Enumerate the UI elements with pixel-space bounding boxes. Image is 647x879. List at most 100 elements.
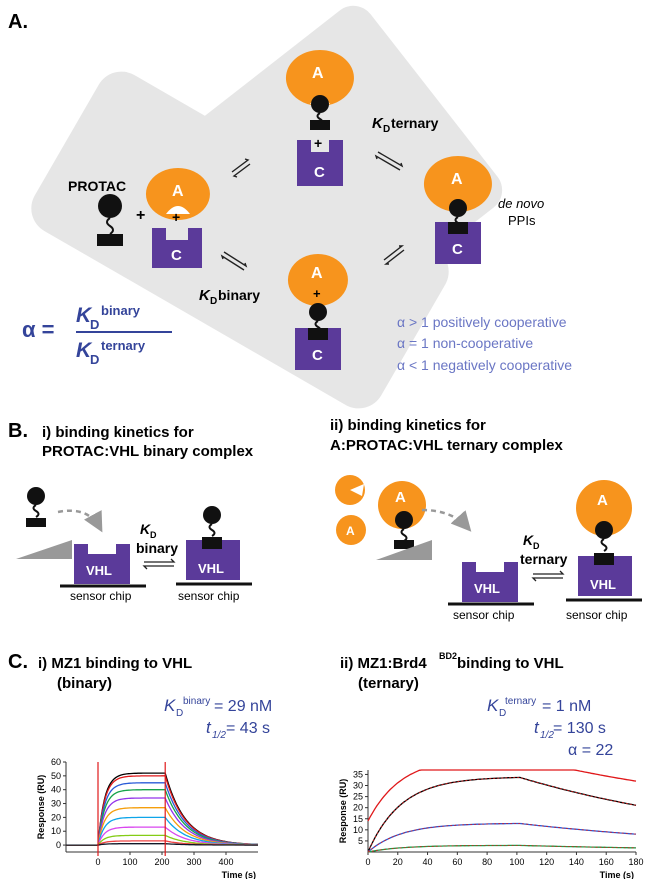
x-tick-label: 100 <box>122 857 137 867</box>
svg-text:D: D <box>210 296 217 307</box>
protac-label: PROTAC <box>68 178 126 194</box>
y-tick-label: 15 <box>353 814 363 824</box>
svg-text:D: D <box>90 352 99 367</box>
svg-text:ternary: ternary <box>520 551 568 567</box>
svg-text:α > 1 positively cooperative: α > 1 positively cooperative <box>397 314 567 330</box>
svg-text:K: K <box>523 532 534 548</box>
svg-text:binary: binary <box>218 287 260 303</box>
svg-text:α =: α = <box>22 317 54 342</box>
fit-curve <box>367 769 637 822</box>
protein-a-left: A <box>145 168 210 220</box>
svg-text:ii) MZ1:Brd4: ii) MZ1:Brd4 <box>340 655 427 672</box>
svg-text:D: D <box>499 708 506 719</box>
svg-text:K: K <box>164 696 176 715</box>
svg-text:D: D <box>176 708 183 719</box>
panel-a-label: A. <box>8 11 28 33</box>
svg-text:A: A <box>311 265 323 282</box>
svg-text:binary: binary <box>183 696 210 707</box>
panel-c-left-title-1: i) MZ1 binding to VHL <box>38 655 192 672</box>
kd-ternary-b: K D ternary <box>520 532 568 582</box>
fit-curve <box>367 776 637 853</box>
panel-b-right-title-1: ii) binding kinetics for <box>330 417 486 434</box>
plus-sign-2: + <box>314 135 322 151</box>
panel-b-right-title-2: A:PROTAC:VHL ternary complex <box>330 437 563 454</box>
y-tick-label: 40 <box>51 785 61 795</box>
x-tick-label: 120 <box>539 857 554 867</box>
svg-text:1/2: 1/2 <box>540 730 554 741</box>
y-tick-label: 25 <box>353 792 363 802</box>
svg-text:K: K <box>140 521 151 537</box>
vhl-chip-right-ternary: A VHL sensor chip <box>566 480 642 622</box>
panel-c-right-title: ii) MZ1:Brd4 BD2 binding to VHL (ternary… <box>340 651 564 692</box>
panel-b-left-title-1: i) binding kinetics for <box>42 424 194 441</box>
x-axis-label: Time (s) <box>600 870 634 879</box>
svg-text:1/2: 1/2 <box>212 730 226 741</box>
svg-text:binary: binary <box>101 303 141 318</box>
svg-text:α = 1 non-cooperative: α = 1 non-cooperative <box>397 335 533 351</box>
svg-text:VHL: VHL <box>198 561 224 576</box>
binary-complex-bottom: A + C <box>287 254 348 370</box>
svg-text:D: D <box>533 541 540 551</box>
x-tick-label: 300 <box>186 857 201 867</box>
svg-text:D: D <box>150 530 157 540</box>
svg-text:K: K <box>199 287 211 304</box>
svg-text:ternary: ternary <box>101 338 146 353</box>
svg-text:A: A <box>597 492 608 509</box>
svg-text:VHL: VHL <box>86 563 112 578</box>
equilibrium-arrow-2 <box>220 251 248 271</box>
sensorgram-curve <box>66 772 259 846</box>
svg-text:ternary: ternary <box>391 115 439 131</box>
svg-text:K: K <box>76 304 93 327</box>
protein-c-left: C <box>152 228 202 268</box>
svg-text:ternary: ternary <box>505 696 536 707</box>
de-novo-label: de novo <box>498 196 544 211</box>
protein-c-top: C <box>297 140 343 186</box>
x-tick-label: 140 <box>569 857 584 867</box>
ternary-stats: K D ternary = 1 nM t 1/2 = 130 s α = 22 <box>487 696 613 759</box>
sensorgram-curve <box>367 776 637 853</box>
svg-text:binding to VHL: binding to VHL <box>457 655 564 672</box>
y-tick-label: 35 <box>353 769 363 779</box>
svg-text:+: + <box>313 286 321 301</box>
protac-injection-left <box>16 487 103 559</box>
svg-text:A: A <box>346 524 355 538</box>
svg-text:= 1 nM: = 1 nM <box>542 698 591 715</box>
x-tick-label: 160 <box>599 857 614 867</box>
x-tick-label: 200 <box>154 857 169 867</box>
svg-text:= 43 s: = 43 s <box>226 720 270 737</box>
panel-c-label: C. <box>8 651 28 673</box>
svg-text:VHL: VHL <box>474 581 500 596</box>
svg-text:K: K <box>372 115 384 132</box>
kd-binary-b: K D binary <box>136 521 178 570</box>
sensorgram-curve <box>66 797 258 846</box>
panel-b-left-title-2: PROTAC:VHL binary complex <box>42 443 254 460</box>
equilibrium-arrow-3 <box>374 151 404 171</box>
svg-text:D: D <box>383 124 390 135</box>
vhl-chip-left-empty: VHL sensor chip <box>60 544 146 603</box>
x-tick-label: 0 <box>95 857 100 867</box>
fit-curve <box>367 845 637 853</box>
sensorgram-curve <box>66 807 258 846</box>
panel-c-left-title-2: (binary) <box>57 675 112 692</box>
binary-stats: K D binary = 29 nM t 1/2 = 43 s <box>164 696 272 741</box>
y-axis-label: Response (RU) <box>36 775 46 840</box>
equilibrium-arrow-1 <box>231 158 251 178</box>
cooperativity-legend: α > 1 positively cooperative α = 1 non-c… <box>397 314 572 373</box>
sensorgram-curve <box>66 775 258 846</box>
x-tick-label: 20 <box>393 857 403 867</box>
ternary-complex-right: A C <box>423 156 492 264</box>
svg-text:t: t <box>534 718 540 737</box>
x-tick-label: 80 <box>482 857 492 867</box>
plus-sign-1: + <box>136 207 145 224</box>
fit-curve <box>367 823 637 853</box>
alpha-equation: α = K D binary K D ternary <box>22 303 172 367</box>
protac-molecule <box>97 194 123 246</box>
svg-text:A: A <box>312 65 324 82</box>
svg-text:C: C <box>312 347 323 364</box>
ppis-label: PPIs <box>508 213 536 228</box>
grey-panel-lower <box>31 71 449 409</box>
svg-text:A: A <box>172 183 184 200</box>
svg-text:sensor chip: sensor chip <box>566 608 628 622</box>
